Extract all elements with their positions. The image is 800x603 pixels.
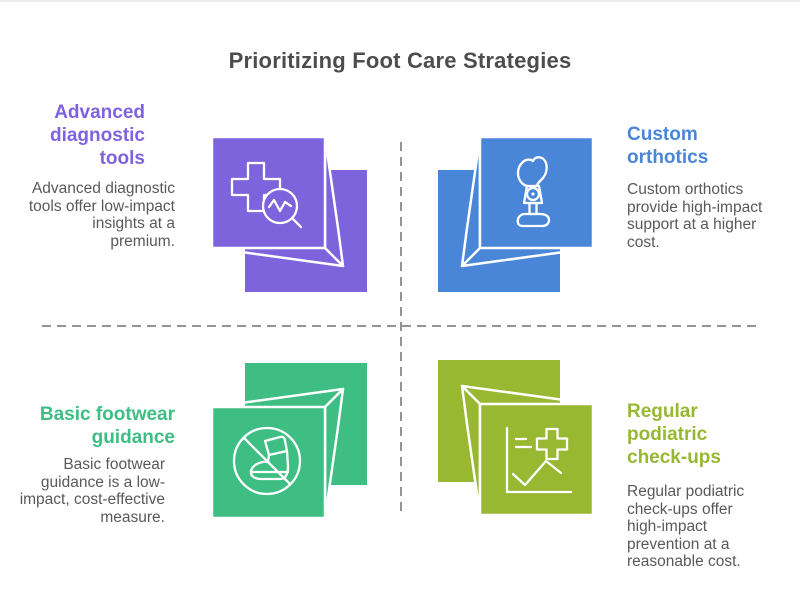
- prosthetic-leg-icon: [516, 156, 551, 228]
- box-fold-line: [210, 246, 345, 268]
- quadrant-heading: Custom orthotics: [627, 124, 709, 168]
- purple-3d-box-illustration: [210, 135, 367, 292]
- checkup-chart-icon: [505, 426, 573, 494]
- isometric-box: [438, 135, 595, 292]
- boot-foot: [249, 449, 290, 481]
- trend-line-icon: [511, 459, 563, 487]
- olive-3d-box-illustration: [438, 360, 595, 517]
- magnifier-handle: [290, 216, 303, 229]
- quadrant-description: Advanced diagnostic tools offer low-impa…: [28, 180, 175, 250]
- box-front-face: [478, 402, 595, 517]
- box-fold-line: [210, 387, 345, 409]
- prosthetic-foot: [516, 212, 551, 228]
- box-fold-line: [460, 246, 595, 268]
- knee-joint-housing: [522, 184, 544, 205]
- page-title: Prioritizing Foot Care Strategies: [228, 48, 572, 73]
- no-boot-icon: [232, 426, 302, 496]
- chart-axes: [505, 426, 573, 494]
- top-divider: [0, 0, 800, 2]
- box-front-face: [478, 135, 595, 250]
- knee-joint-pin: [531, 192, 535, 196]
- quadrant-heading: Basic footwear guidance: [39, 404, 175, 448]
- box-fold-line: [460, 384, 595, 406]
- prohibition-slash: [242, 436, 292, 486]
- medical-cross-magnifier-icon: [230, 161, 303, 229]
- blue-3d-box-illustration: [438, 135, 595, 292]
- knee-joint-circle: [525, 186, 541, 202]
- isometric-box: [210, 135, 367, 292]
- quadrant-heading: Regular podiatric check-ups: [627, 401, 721, 468]
- prosthetic-socket: [516, 156, 548, 188]
- quadrant-description: Basic footwear guidance is a low-impact,…: [19, 456, 165, 526]
- quadrant-description: Regular podiatric check-ups offer high-i…: [627, 483, 745, 570]
- boot-shaft: [263, 435, 289, 457]
- quadrant-description: Custom orthotics provide high-impact sup…: [627, 181, 763, 251]
- quadrant-heading: Advanced diagnostic tools: [49, 102, 145, 169]
- pulse-line-icon: [267, 198, 293, 213]
- medical-cross-icon: [535, 427, 569, 461]
- isometric-box: [438, 360, 595, 517]
- green-3d-box-illustration: [210, 363, 367, 520]
- isometric-box: [210, 363, 367, 520]
- prohibition-circle: [232, 426, 302, 496]
- magnifier-lens-icon: [261, 187, 299, 225]
- vertical-axis-dashed-line: [400, 142, 403, 513]
